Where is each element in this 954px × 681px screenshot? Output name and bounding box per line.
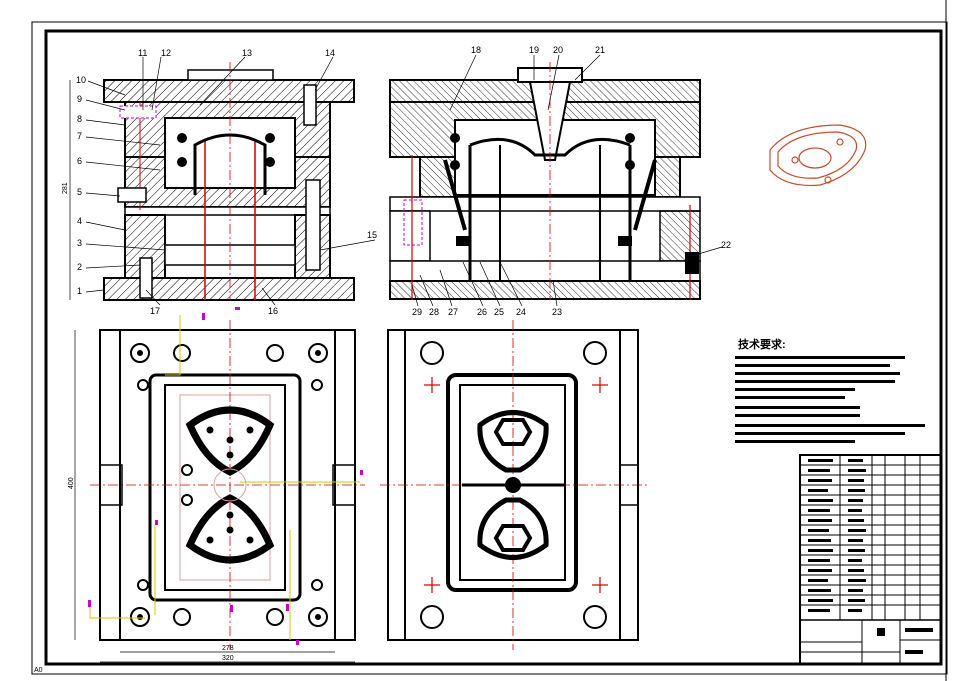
right-section-view xyxy=(389,62,701,300)
svg-text:15: 15 xyxy=(367,230,377,240)
svg-text:19: 19 xyxy=(529,45,539,55)
svg-text:8: 8 xyxy=(77,114,82,124)
svg-text:22: 22 xyxy=(721,240,731,250)
svg-text:3: 3 xyxy=(77,238,82,248)
svg-text:23: 23 xyxy=(552,307,562,317)
left-view-numbers: 10 9 8 7 6 5 4 3 2 1 11 12 13 14 15 16 1… xyxy=(76,48,377,316)
dim-400: 400 xyxy=(68,477,75,489)
svg-text:14: 14 xyxy=(325,48,335,58)
svg-text:10: 10 xyxy=(76,75,86,85)
svg-text:4: 4 xyxy=(77,216,82,226)
svg-text:12: 12 xyxy=(161,48,171,58)
svg-text:25: 25 xyxy=(494,307,504,317)
svg-text:18: 18 xyxy=(471,45,481,55)
right-view-numbers: 18 19 20 21 22 29 28 27 26 25 24 23 xyxy=(412,45,731,317)
svg-text:13: 13 xyxy=(242,48,252,58)
svg-text:7: 7 xyxy=(77,131,82,141)
outer-border xyxy=(31,21,948,675)
svg-text:29: 29 xyxy=(412,307,422,317)
svg-text:28: 28 xyxy=(429,307,439,317)
title-block-rows xyxy=(800,464,941,606)
dim-278: 278 xyxy=(222,645,234,652)
svg-text:9: 9 xyxy=(77,94,82,104)
dim-281: 281 xyxy=(62,182,69,194)
svg-text:26: 26 xyxy=(477,307,487,317)
svg-text:11: 11 xyxy=(138,48,147,58)
svg-text:24: 24 xyxy=(516,307,526,317)
svg-text:21: 21 xyxy=(595,45,605,55)
left-view-callouts xyxy=(85,56,376,306)
right-view-callouts xyxy=(411,54,723,307)
part-isometric-sketch xyxy=(769,124,867,187)
svg-text:20: 20 xyxy=(553,45,563,55)
svg-text:27: 27 xyxy=(448,307,458,317)
left-plan-view: 400 278 320 xyxy=(68,307,365,663)
left-section-view: 2 8 1 xyxy=(62,62,355,301)
sheet-corner-label: A0 xyxy=(34,667,43,674)
technical-requirements-title: 技术要求: xyxy=(738,339,786,351)
title-block-fills xyxy=(808,459,933,654)
right-plan-view xyxy=(380,320,650,650)
dim-320: 320 xyxy=(222,655,234,662)
svg-text:1: 1 xyxy=(77,286,82,296)
title-block xyxy=(799,454,942,665)
svg-text:16: 16 xyxy=(268,306,278,316)
svg-text:6: 6 xyxy=(77,156,82,166)
svg-text:2: 2 xyxy=(77,262,82,272)
inner-border xyxy=(44,29,943,666)
svg-text:5: 5 xyxy=(77,187,82,197)
svg-text:17: 17 xyxy=(150,306,160,316)
